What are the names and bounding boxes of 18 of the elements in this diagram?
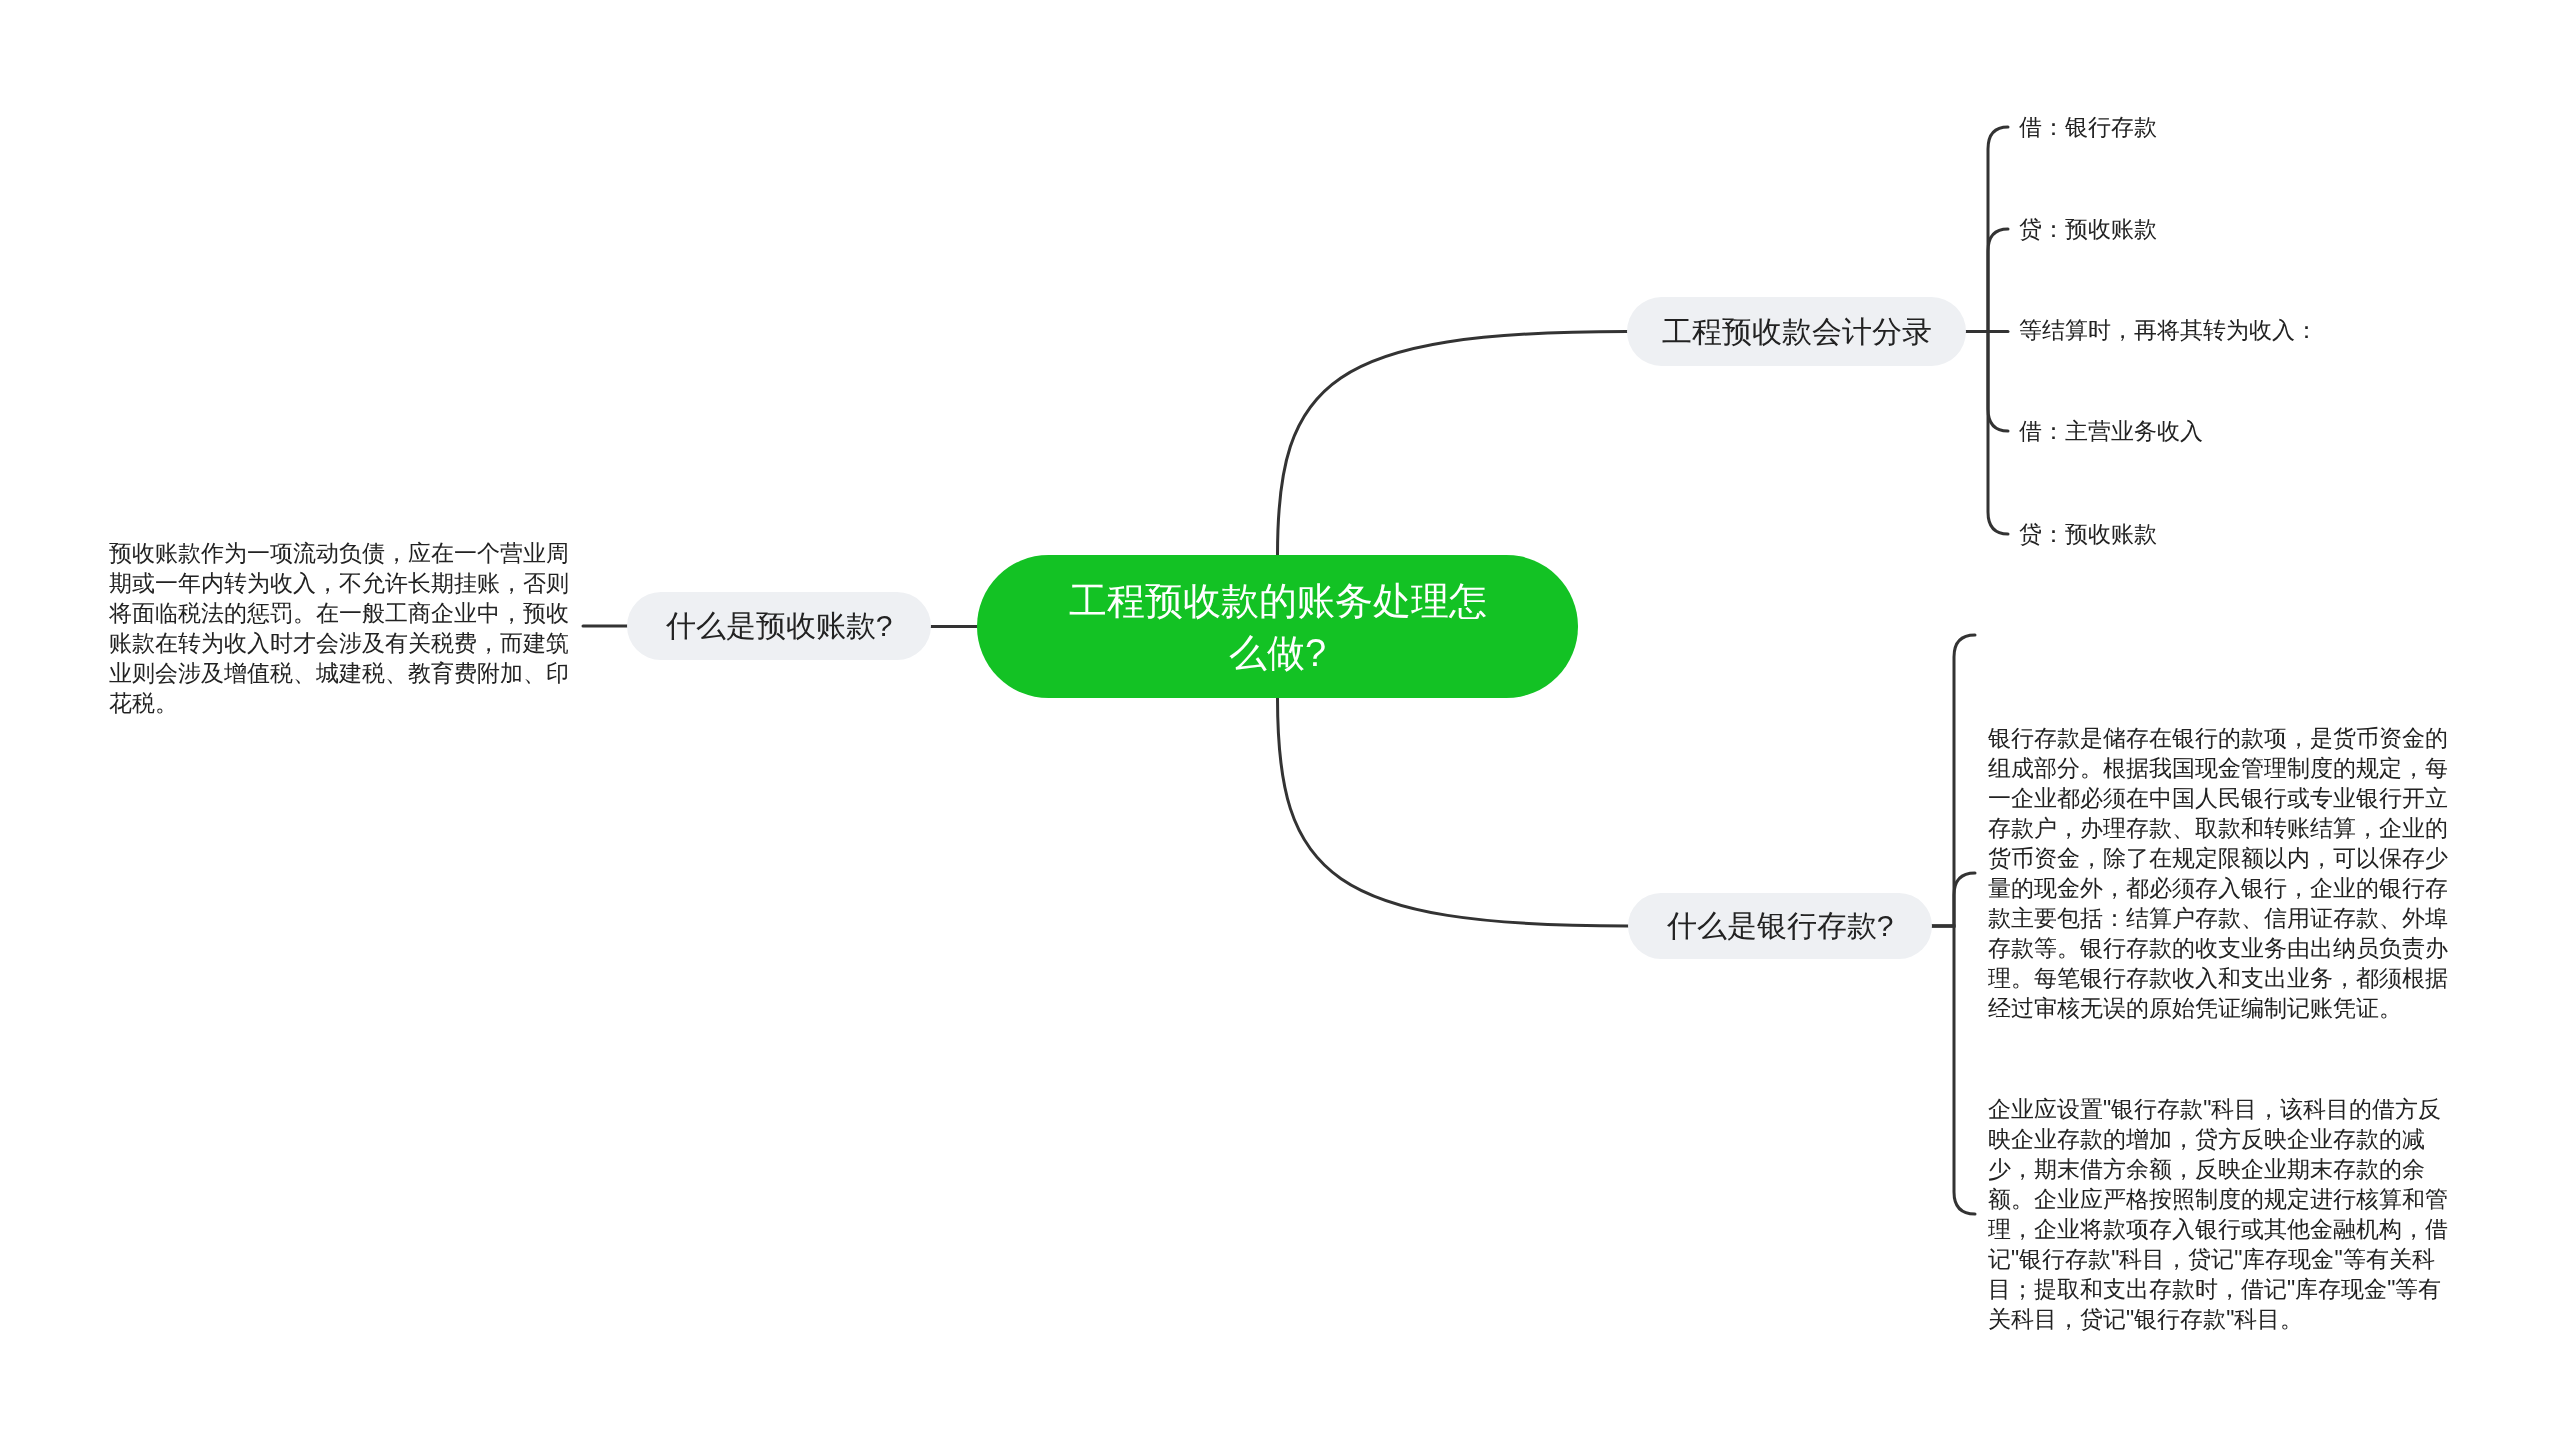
- central-topic-box: 工程预收款的账务处理怎么做?: [977, 555, 1578, 698]
- connector-line: [581, 624, 629, 628]
- subtopic-text: 贷：预收账款: [2008, 519, 2157, 549]
- connector-line: [1276, 696, 1630, 928]
- subtopic-text: 借：主营业务收入: [2008, 416, 2203, 446]
- subtopic-text: 贷：预收账款: [2008, 214, 2157, 244]
- topic-box: 什么是银行存款?: [1628, 893, 1932, 959]
- note-paragraph: 企业应设置"银行存款"科目，该科目的借方反映企业存款的增加，贷方反映企业存款的减少，期末借方余额，反映企业期末存款的余额。企业应严格按照制度的规定进行核算和管理，企业将款项存入银行或其他金融机构，借记"银行存款"科目，贷记"库存现金"等有关科目；提取和支出存款时，借记"库存现金"等有关科目，贷记"银行存款"科目。: [1975, 1094, 2451, 1334]
- connector-line: [1276, 330, 1629, 557]
- connector-line: [929, 625, 979, 628]
- subtopic-text: 等结算时，再将其转为收入：: [2008, 315, 2318, 345]
- note-paragraph: 银行存款是储存在银行的款项，是货币资金的组成部分。根据我国现金管理制度的规定，每一企业都必须在中国人民银行或专业银行开立存款户，办理存款、取款和转账结算，企业的货币资金，除了在规定限额以内，可以保存少量的现金外，都必须存入银行，企业的银行存款主要包括：结算户存款、信用证存款、外埠存款等。银行存款的收支业务由出纳员负责办理。每笔银行存款收入和支出业务，都须根据经过审核无误的原始凭证编制记账凭证。: [1975, 723, 2451, 1023]
- connector-line: [1964, 330, 2010, 536]
- note-paragraph: 预收账款作为一项流动负债，应在一个营业周期或一年内转为收入，不允许长期挂账，否则将面临税法的惩罚。在一般工商企业中，预收账款在转为收入时才会涉及有关税费，而建筑业则会涉及增值税、城建税、教育费附加、印花税。: [105, 538, 583, 718]
- connector-line: [1930, 924, 1977, 1216]
- subtopic-text: 借：银行存款: [2008, 112, 2157, 142]
- topic-box: 什么是预收账款?: [627, 592, 931, 660]
- topic-box: 工程预收款会计分录: [1627, 297, 1966, 366]
